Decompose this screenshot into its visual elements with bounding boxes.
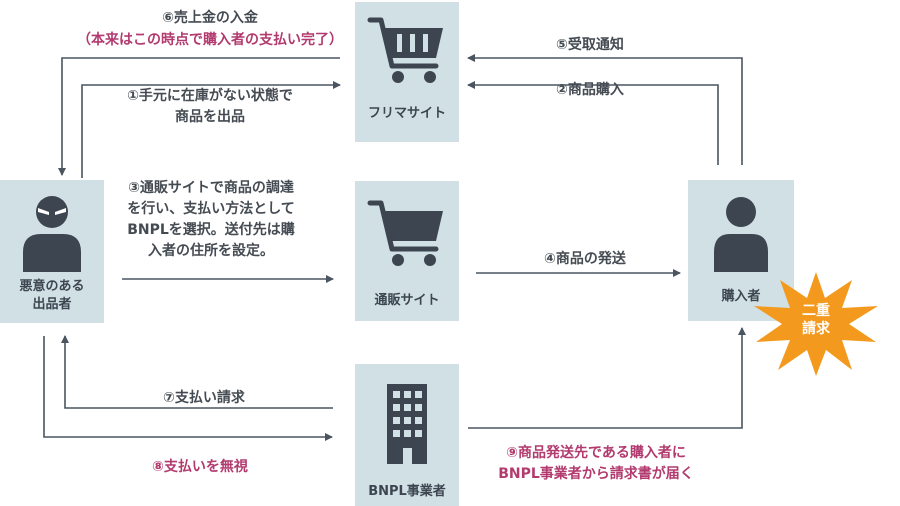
malicious-person-icon [23,196,81,272]
mail-order-node: 通販サイト [355,181,459,321]
arrow-step5 [467,54,743,165]
double-billing-badge: 二重 請求 [802,303,830,337]
person-icon [714,197,768,272]
building-icon [387,384,427,464]
step6-note: （本来はこの時点で購入者の支払い完了） [77,32,343,48]
step3-label: ③通販サイトで商品の調達 を行い、支払い方法として BNPLを選択。送付先は購 … [127,180,295,259]
arrow-step9 [468,327,746,429]
step6-label: ⑥売上金の入金 [162,10,258,26]
double-billing-burst [754,272,878,376]
flea-market-label: フリマサイト [367,106,446,121]
shopping-cart-icon [367,200,443,266]
arrow-step2 [467,81,719,165]
seller-label: 悪意のある 出品者 [19,279,85,312]
bnpl-label: BNPL事業者 [368,484,446,499]
arrow-step8 [43,336,333,441]
step4-label: ④商品の発送 [544,251,626,267]
buyer-node: 購入者 [688,180,794,321]
mail-order-label: 通販サイト [374,293,440,308]
flea-market-node: フリマサイト [355,2,459,142]
step8-label: ⑧支払いを無視 [152,459,248,475]
step9-label: ⑨商品発送先である購入者に BNPL事業者から請求書が届く [498,445,694,482]
bnpl-node: BNPL事業者 [355,364,459,506]
step7-label: ⑦支払い請求 [163,390,245,406]
shopping-cart-icon [367,17,443,83]
step2-label: ②商品購入 [556,82,624,98]
arrow-step1 [81,81,341,178]
arrow-step7 [61,335,333,409]
step5-label: ⑤受取通知 [556,37,624,53]
step1-label: ①手元に在庫がない状態で 商品を出品 [127,88,293,125]
seller-node: 悪意のある 出品者 [0,180,104,323]
arrow-step6 [58,57,340,176]
buyer-label: 購入者 [721,289,761,304]
